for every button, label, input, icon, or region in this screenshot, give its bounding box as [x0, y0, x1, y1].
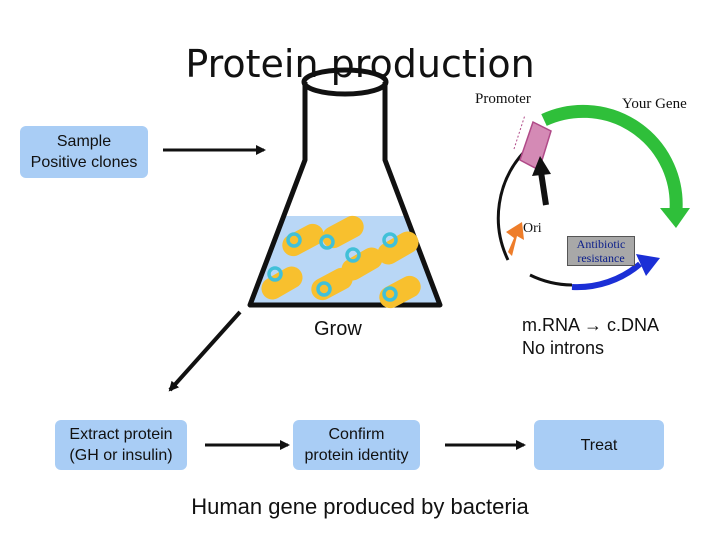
your-gene-label: Your Gene: [622, 96, 687, 112]
grow-label: Grow: [314, 318, 362, 340]
plasmid-icon: [382, 286, 398, 302]
promoter-label: Promoter: [475, 91, 531, 107]
plasmid-icon: [316, 281, 332, 297]
bacteria-group: [261, 215, 421, 309]
sample-box: Sample Positive clones: [20, 126, 148, 178]
mrna-line2: No introns: [522, 338, 605, 358]
arrow-icon: [168, 310, 242, 392]
plasmid-icon: [267, 266, 283, 282]
sample-box-line2: Positive clones: [30, 154, 138, 171]
gene-arrow: [541, 104, 683, 211]
bacterium-icon: [341, 247, 383, 281]
bacterium-icon: [311, 267, 353, 301]
mrna-line1: m.RNA → c.DNA: [522, 315, 660, 335]
confirm-protein-box: Confirm protein identity: [293, 420, 420, 470]
confirm-line2: protein identity: [304, 447, 409, 464]
page-title: Protein production: [185, 42, 535, 86]
bacterium-icon: [282, 223, 324, 257]
plasmid-icon: [319, 234, 335, 250]
treat-box: Treat: [534, 420, 664, 470]
promoter-segment: [519, 120, 552, 172]
plasmid-map: [496, 104, 690, 291]
extract-line1: Extract protein: [69, 426, 173, 443]
plasmid-icon: [286, 232, 302, 248]
extract-protein-box: Extract protein (GH or insulin): [55, 420, 187, 470]
bacterium-icon: [377, 231, 419, 265]
ori-arrow: [506, 222, 524, 256]
treat-label: Treat: [580, 436, 618, 454]
confirm-line1: Confirm: [328, 426, 385, 443]
ori-label: Ori: [523, 221, 542, 236]
sample-box-line1: Sample: [56, 133, 112, 150]
antibiotic-label: Antibiotic resistance: [567, 236, 635, 266]
extract-line2: (GH or insulin): [69, 447, 173, 464]
antibiotic-label-line1: Antibiotic: [576, 237, 626, 251]
plasmid-icon: [345, 247, 361, 263]
footer-caption: Human gene produced by bacteria: [191, 494, 529, 519]
antibiotic-label-line2: resistance: [577, 251, 625, 265]
plasmid-icon: [382, 232, 398, 248]
bacterium-icon: [261, 266, 303, 300]
mrna-label: m.RNA → c.DNA No introns: [522, 314, 659, 360]
antibiotic-arrow: [571, 261, 642, 291]
